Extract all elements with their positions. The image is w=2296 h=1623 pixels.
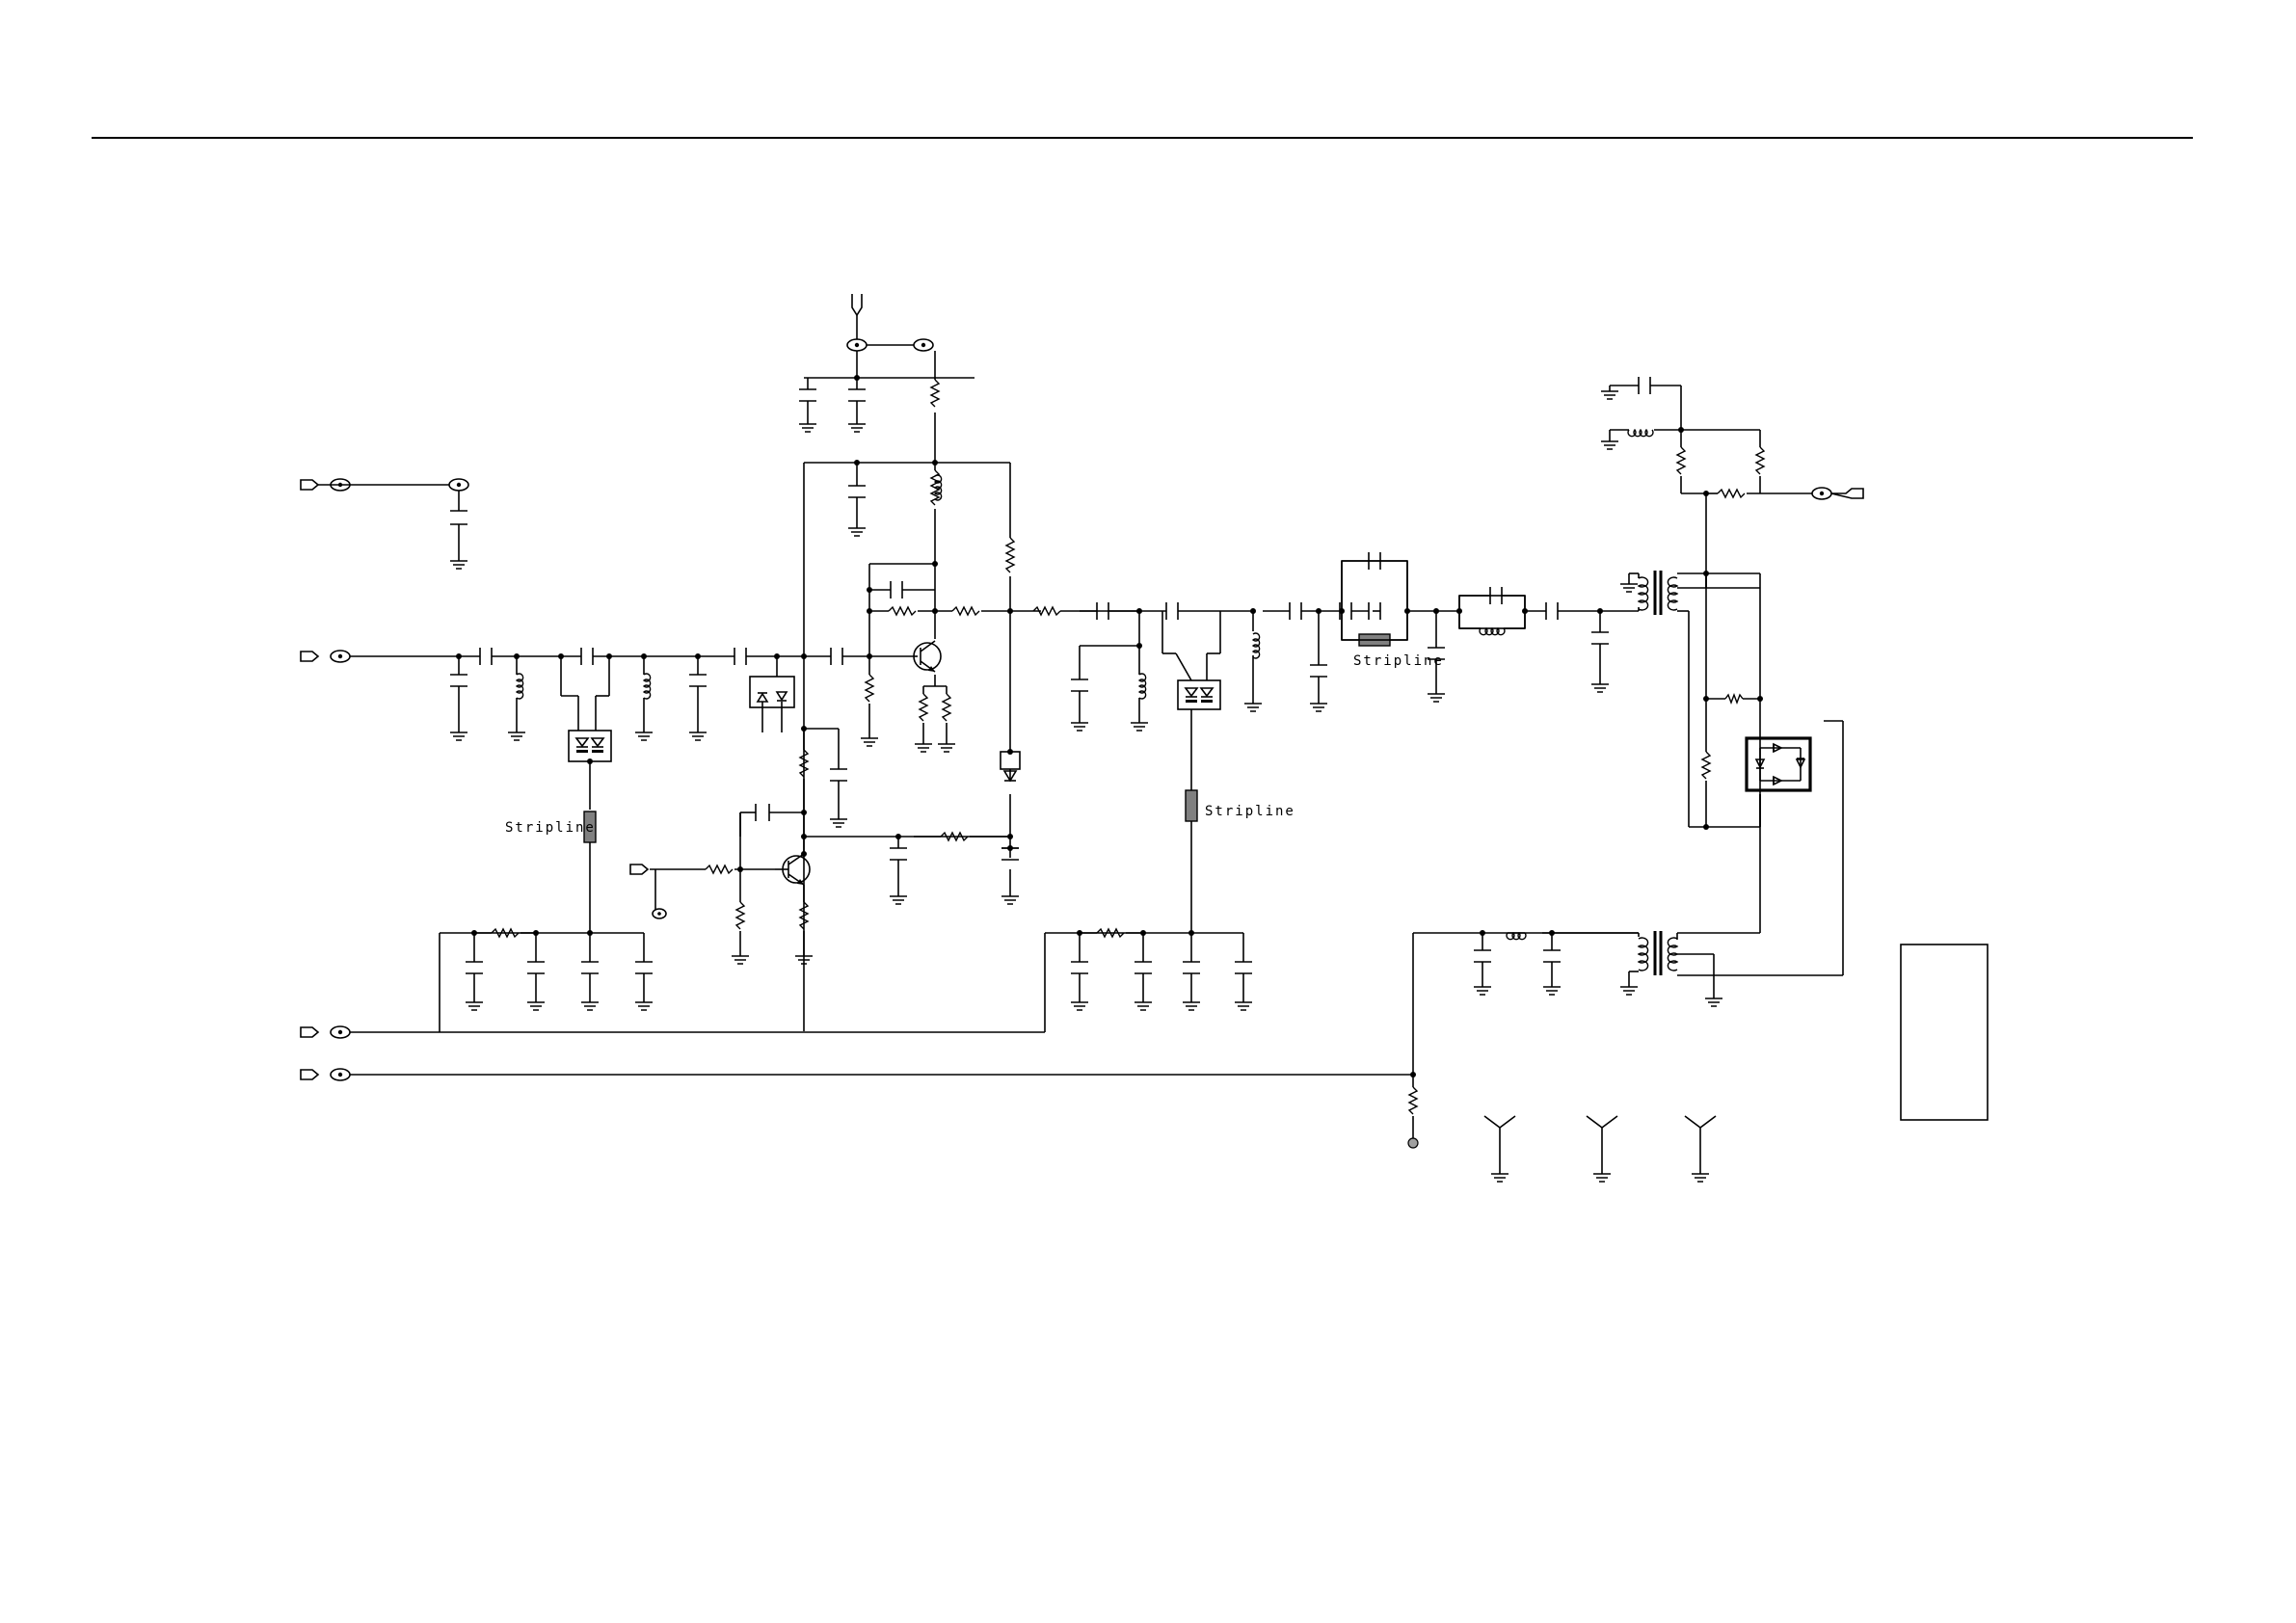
ground-icon <box>466 1002 483 1010</box>
ground-icon <box>1235 1002 1252 1010</box>
ground-icon <box>1692 1174 1709 1182</box>
ground-icon <box>1183 1002 1200 1010</box>
inductor <box>1507 933 1526 940</box>
diode-pair-1 <box>569 696 611 761</box>
stripline-label: Stripline <box>505 820 596 836</box>
ground-icon <box>890 896 907 904</box>
resistor <box>866 675 873 702</box>
ground-icon <box>450 732 467 740</box>
wiring <box>350 351 1843 1139</box>
ground-icon <box>1131 723 1148 731</box>
resistor <box>1725 695 1743 703</box>
inductors <box>517 430 1653 940</box>
input-connector-2 <box>301 651 350 662</box>
resistor <box>931 380 939 407</box>
ground-icon <box>1591 684 1609 692</box>
ground-icon <box>1601 391 1618 399</box>
ground-icon <box>1135 1002 1152 1010</box>
ground-icon <box>1428 694 1445 702</box>
input-connector-1 <box>301 479 468 491</box>
ground-icon <box>1543 987 1561 995</box>
ground-icon <box>848 528 866 536</box>
ground-icon <box>1705 998 1722 1006</box>
transistor-q1 <box>914 641 941 672</box>
ground-icon <box>1601 441 1618 449</box>
bypass-box <box>1342 561 1407 640</box>
ground-icon <box>1593 1174 1611 1182</box>
ground-icon <box>1620 584 1638 592</box>
ground-icon <box>450 561 467 569</box>
resistor <box>1677 447 1685 474</box>
ground-icon <box>848 424 866 432</box>
diode-pair-3 <box>1176 653 1220 709</box>
resistor <box>952 607 979 615</box>
resistor <box>706 865 733 873</box>
input-connector-5 <box>630 865 648 874</box>
ground-icon <box>1474 987 1491 995</box>
ground-icon <box>1491 1174 1508 1182</box>
ground-icon <box>732 956 749 964</box>
transformer-2 <box>1639 931 1677 975</box>
ground-icon <box>689 732 707 740</box>
ground-symbols <box>450 391 1722 1182</box>
resistor <box>889 607 916 615</box>
inductor <box>1480 628 1505 635</box>
inductor <box>1253 633 1260 658</box>
ground-icon <box>527 1002 545 1010</box>
stripline-2: Stripline <box>1186 790 1295 821</box>
series-capacitors <box>480 377 1650 821</box>
diode-quad <box>1747 738 1810 790</box>
ground-icon <box>1071 1002 1088 1010</box>
stripline-label: Stripline <box>1353 653 1444 669</box>
ground-icon <box>938 744 955 752</box>
diode-pair-2 <box>750 677 794 732</box>
ground-icon <box>1244 704 1262 711</box>
resistor <box>1409 1087 1417 1114</box>
ground-icon <box>1620 987 1638 995</box>
ground-icon <box>1001 896 1019 904</box>
resistor <box>1718 490 1745 497</box>
lc-tank-box <box>1459 596 1525 628</box>
ground-icon <box>830 819 847 827</box>
shunt-capacitors <box>450 389 1609 973</box>
output-connector <box>1812 488 1863 499</box>
resistor <box>1702 752 1710 779</box>
resistor <box>736 902 744 929</box>
ground-icon <box>635 732 653 740</box>
ground-icon <box>581 1002 599 1010</box>
resistor <box>1756 447 1764 474</box>
transformer-1 <box>1639 571 1677 615</box>
component-outline <box>1901 945 1988 1120</box>
resistors <box>492 380 1764 1114</box>
resistor <box>943 694 950 721</box>
test-point <box>1408 1138 1418 1148</box>
input-connector-3 <box>301 1026 350 1038</box>
ground-icon <box>1310 704 1327 711</box>
inductor <box>517 674 523 699</box>
supply-connector-top <box>847 294 933 351</box>
inductor <box>1139 674 1146 699</box>
resistor <box>1006 538 1014 572</box>
ground-icon <box>635 1002 653 1010</box>
input-connector-4 <box>301 1069 350 1080</box>
inductor <box>644 674 651 699</box>
junction-dots <box>456 375 1763 1078</box>
ground-icon <box>915 744 932 752</box>
inductor <box>1628 430 1653 437</box>
stripline-label: Stripline <box>1205 804 1295 819</box>
ground-icon <box>508 732 525 740</box>
stripline-1: Stripline <box>505 812 596 842</box>
ground-icon <box>861 738 878 746</box>
resistor <box>920 694 927 721</box>
ground-icon <box>799 424 816 432</box>
ground-icon <box>1071 723 1088 731</box>
antenna-symbols <box>1484 1116 1716 1174</box>
